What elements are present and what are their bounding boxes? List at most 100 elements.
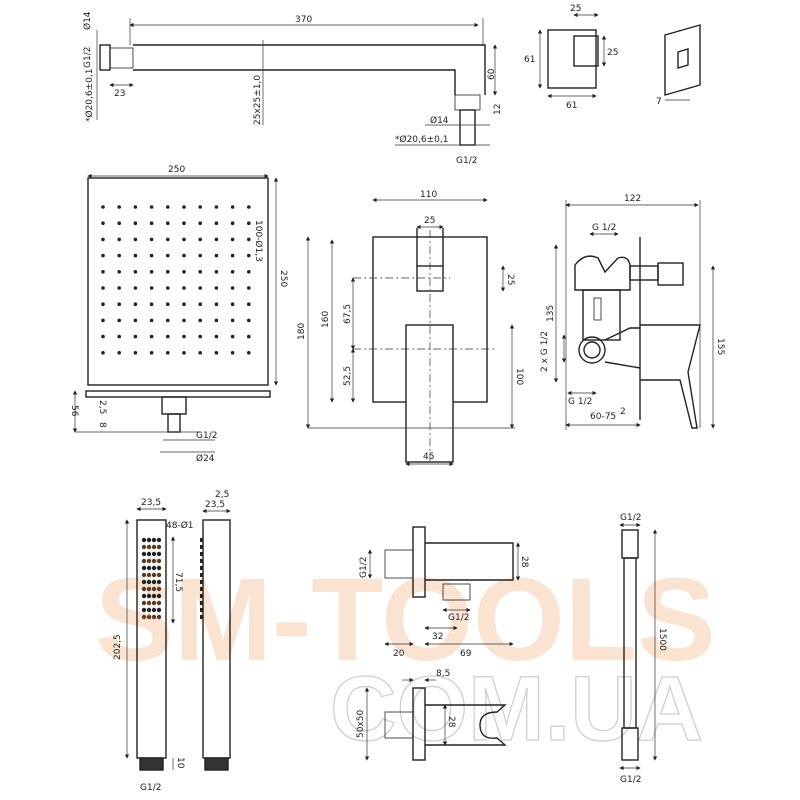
side-install-label: 60-75 <box>590 412 616 422</box>
nozzle-dot <box>149 302 154 307</box>
arm-section-label: 25x25±1,0 <box>253 75 263 125</box>
mixer-spout-w-label: 25 <box>424 216 435 226</box>
hand-shower-nozzle <box>156 551 162 557</box>
nozzle-dot <box>214 253 219 258</box>
nozzle-dot <box>133 286 138 290</box>
hand-shower-nozzle <box>156 558 162 564</box>
nozzle-dot <box>117 270 121 274</box>
hand-shower-nozzle <box>156 607 162 613</box>
nozzle-dot <box>117 334 121 339</box>
hand-shower-nozzle <box>156 579 162 585</box>
hand-shower-nozzle <box>146 551 152 557</box>
side-depth-label: 122 <box>624 194 641 204</box>
nozzle-dot <box>149 253 154 258</box>
nozzle-dot <box>247 253 251 258</box>
hand-shower-side-nozzle <box>200 594 203 598</box>
nozzle-dot <box>198 334 202 339</box>
hand-shower-nozzle <box>156 593 162 599</box>
nozzle-dot <box>182 237 186 242</box>
hand-shower-nozzle <box>146 572 152 578</box>
nozzle-dot <box>166 318 170 323</box>
head-conn-h-label: 8 <box>97 422 107 428</box>
nozzle-dot <box>247 205 251 209</box>
nozzle-dot <box>198 205 202 209</box>
hand-shower-nozzle <box>156 544 162 550</box>
hs-thread-h-label: 10 <box>175 757 185 769</box>
head-diameter-label: Ø24 <box>196 453 215 464</box>
mixer-lower-label: 52,5 <box>343 366 353 386</box>
nozzle-dot <box>166 351 170 355</box>
nozzle-dot <box>149 205 154 209</box>
mixer-plate-h-label: 180 <box>297 323 307 340</box>
nozzle-dot <box>149 286 154 290</box>
nozzle-dot <box>198 286 202 290</box>
arm-d14-label: Ø14 <box>82 11 93 30</box>
nozzle-dot <box>214 318 219 323</box>
hand-shower-nozzle <box>141 579 147 585</box>
nozzle-dot <box>198 221 202 225</box>
mixer-side-view: 122 G 1/2 135 2 x G 1/2 G 1/2 60-75 2 15… <box>540 194 725 430</box>
nozzle-dot <box>133 205 138 209</box>
nozzle-dot <box>182 205 186 209</box>
nozzle-dot <box>166 253 170 258</box>
hand-shower-side-nozzle <box>200 573 203 577</box>
hose-top-label: G1/2 <box>620 513 641 523</box>
arm-drop-label: 60 <box>487 68 497 80</box>
hand-shower-nozzle <box>151 614 157 620</box>
hand-shower-nozzle <box>146 614 152 620</box>
nozzle-dot <box>101 318 105 323</box>
hand-shower-nozzle <box>156 565 162 571</box>
nozzle-dot <box>182 221 186 225</box>
nozzle-dot <box>133 302 138 307</box>
nozzle-dot <box>230 237 235 242</box>
hand-shower-nozzles <box>141 537 203 620</box>
hand-shower-nozzle <box>151 607 157 613</box>
hand-shower-nozzle <box>146 544 152 550</box>
shower-arm: 370 Ø14 G1/2 *Ø20,6±0,1 23 25x25±1,0 60 … <box>82 11 503 166</box>
nozzle-dot <box>166 221 170 225</box>
nozzle-dot <box>182 302 186 307</box>
wall-outlet: G1/2 28 G1/2 32 20 69 <box>359 526 529 659</box>
side-total-h-label: 155 <box>715 338 725 355</box>
nozzle-dot <box>117 253 121 258</box>
nozzle-dot <box>214 286 219 290</box>
side-top-thread-label: G 1/2 <box>592 223 616 233</box>
nozzle-dot <box>214 351 219 355</box>
nozzle-dot <box>182 318 186 323</box>
hand-shower-nozzle <box>156 614 162 620</box>
nozzle-grid <box>101 205 251 355</box>
nozzle-dot <box>230 286 235 290</box>
holder-plate-label: 50x50 <box>356 709 366 738</box>
hand-shower-nozzle <box>151 579 157 585</box>
nozzle-dot <box>214 302 219 307</box>
hand-shower-side-nozzle <box>200 545 203 549</box>
arm-length-label: 370 <box>295 15 312 25</box>
hand-shower-side-nozzle <box>200 580 203 584</box>
hand-shower-side-nozzle <box>200 601 203 605</box>
nozzle-dot <box>117 302 121 307</box>
nozzle-dot <box>149 334 154 339</box>
nozzle-dot <box>230 334 235 339</box>
hand-shower: 23,5 48-Ø1 71,5 202,5 2,5 23,5 G1/2 10 <box>113 490 231 793</box>
nozzle-dot <box>198 270 202 274</box>
nozzle-dot <box>133 221 138 225</box>
watermark-line1: SM-TOOLS <box>95 554 716 686</box>
watermark-line2: COM.UA <box>330 658 703 760</box>
arm-thread-len-label: 23 <box>114 89 125 99</box>
arm-d20-label: *Ø20,6±0,1 <box>395 134 448 145</box>
nozzle-dot <box>149 221 154 225</box>
nozzle-dot <box>230 270 235 274</box>
shower-holder: 8,5 50x50 28 <box>356 669 507 761</box>
shower-hose: G1/2 1500 G1/2 <box>619 513 667 785</box>
hs-side-w-label: 23,5 <box>205 500 225 510</box>
nozzle-dot <box>117 237 121 242</box>
holder-flange-t-label: 8,5 <box>436 669 450 679</box>
nozzle-dot <box>247 318 251 323</box>
nozzle-dot <box>247 221 251 225</box>
nozzle-dot <box>117 286 121 290</box>
nozzle-dot <box>230 221 235 225</box>
nozzle-dot <box>166 205 170 209</box>
nozzle-dot <box>117 221 121 225</box>
hand-shower-nozzle <box>151 544 157 550</box>
nozzle-dot <box>166 237 170 242</box>
